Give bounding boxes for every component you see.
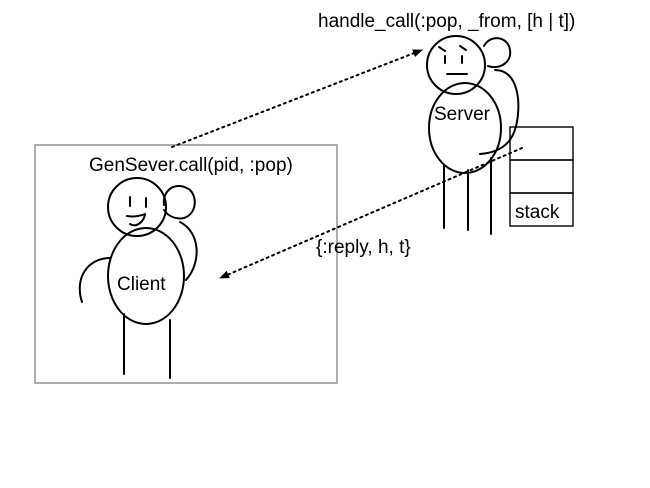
server-call-label: handle_call(:pop, _from, [h | t]) (318, 11, 575, 32)
client-process-box (34, 144, 338, 384)
call-arrow (171, 49, 423, 148)
stack-cell (509, 192, 574, 227)
client-label: Client (117, 274, 166, 295)
reply-arrow (219, 147, 523, 279)
client-mouth (126, 213, 146, 227)
client-body (107, 227, 185, 325)
client-head (107, 177, 167, 237)
client-figure (78, 177, 198, 379)
server-head (426, 35, 486, 95)
server-arm (479, 69, 520, 155)
client-ear (162, 185, 196, 220)
server-figure (426, 35, 520, 235)
stack-cell (509, 159, 574, 194)
client-arm-right (179, 221, 198, 281)
stack-cell (509, 126, 574, 161)
client-call-label: GenSever.call(pid, :pop) (89, 155, 293, 176)
stack-box (509, 126, 574, 227)
server-ear (483, 37, 512, 68)
client-arm-left (78, 257, 111, 303)
stack-label: stack (515, 202, 560, 223)
server-brow-right (459, 45, 467, 51)
server-brow-left (438, 46, 446, 52)
server-label: Server (434, 104, 491, 125)
reply-label: {:reply, h, t} (316, 237, 411, 258)
